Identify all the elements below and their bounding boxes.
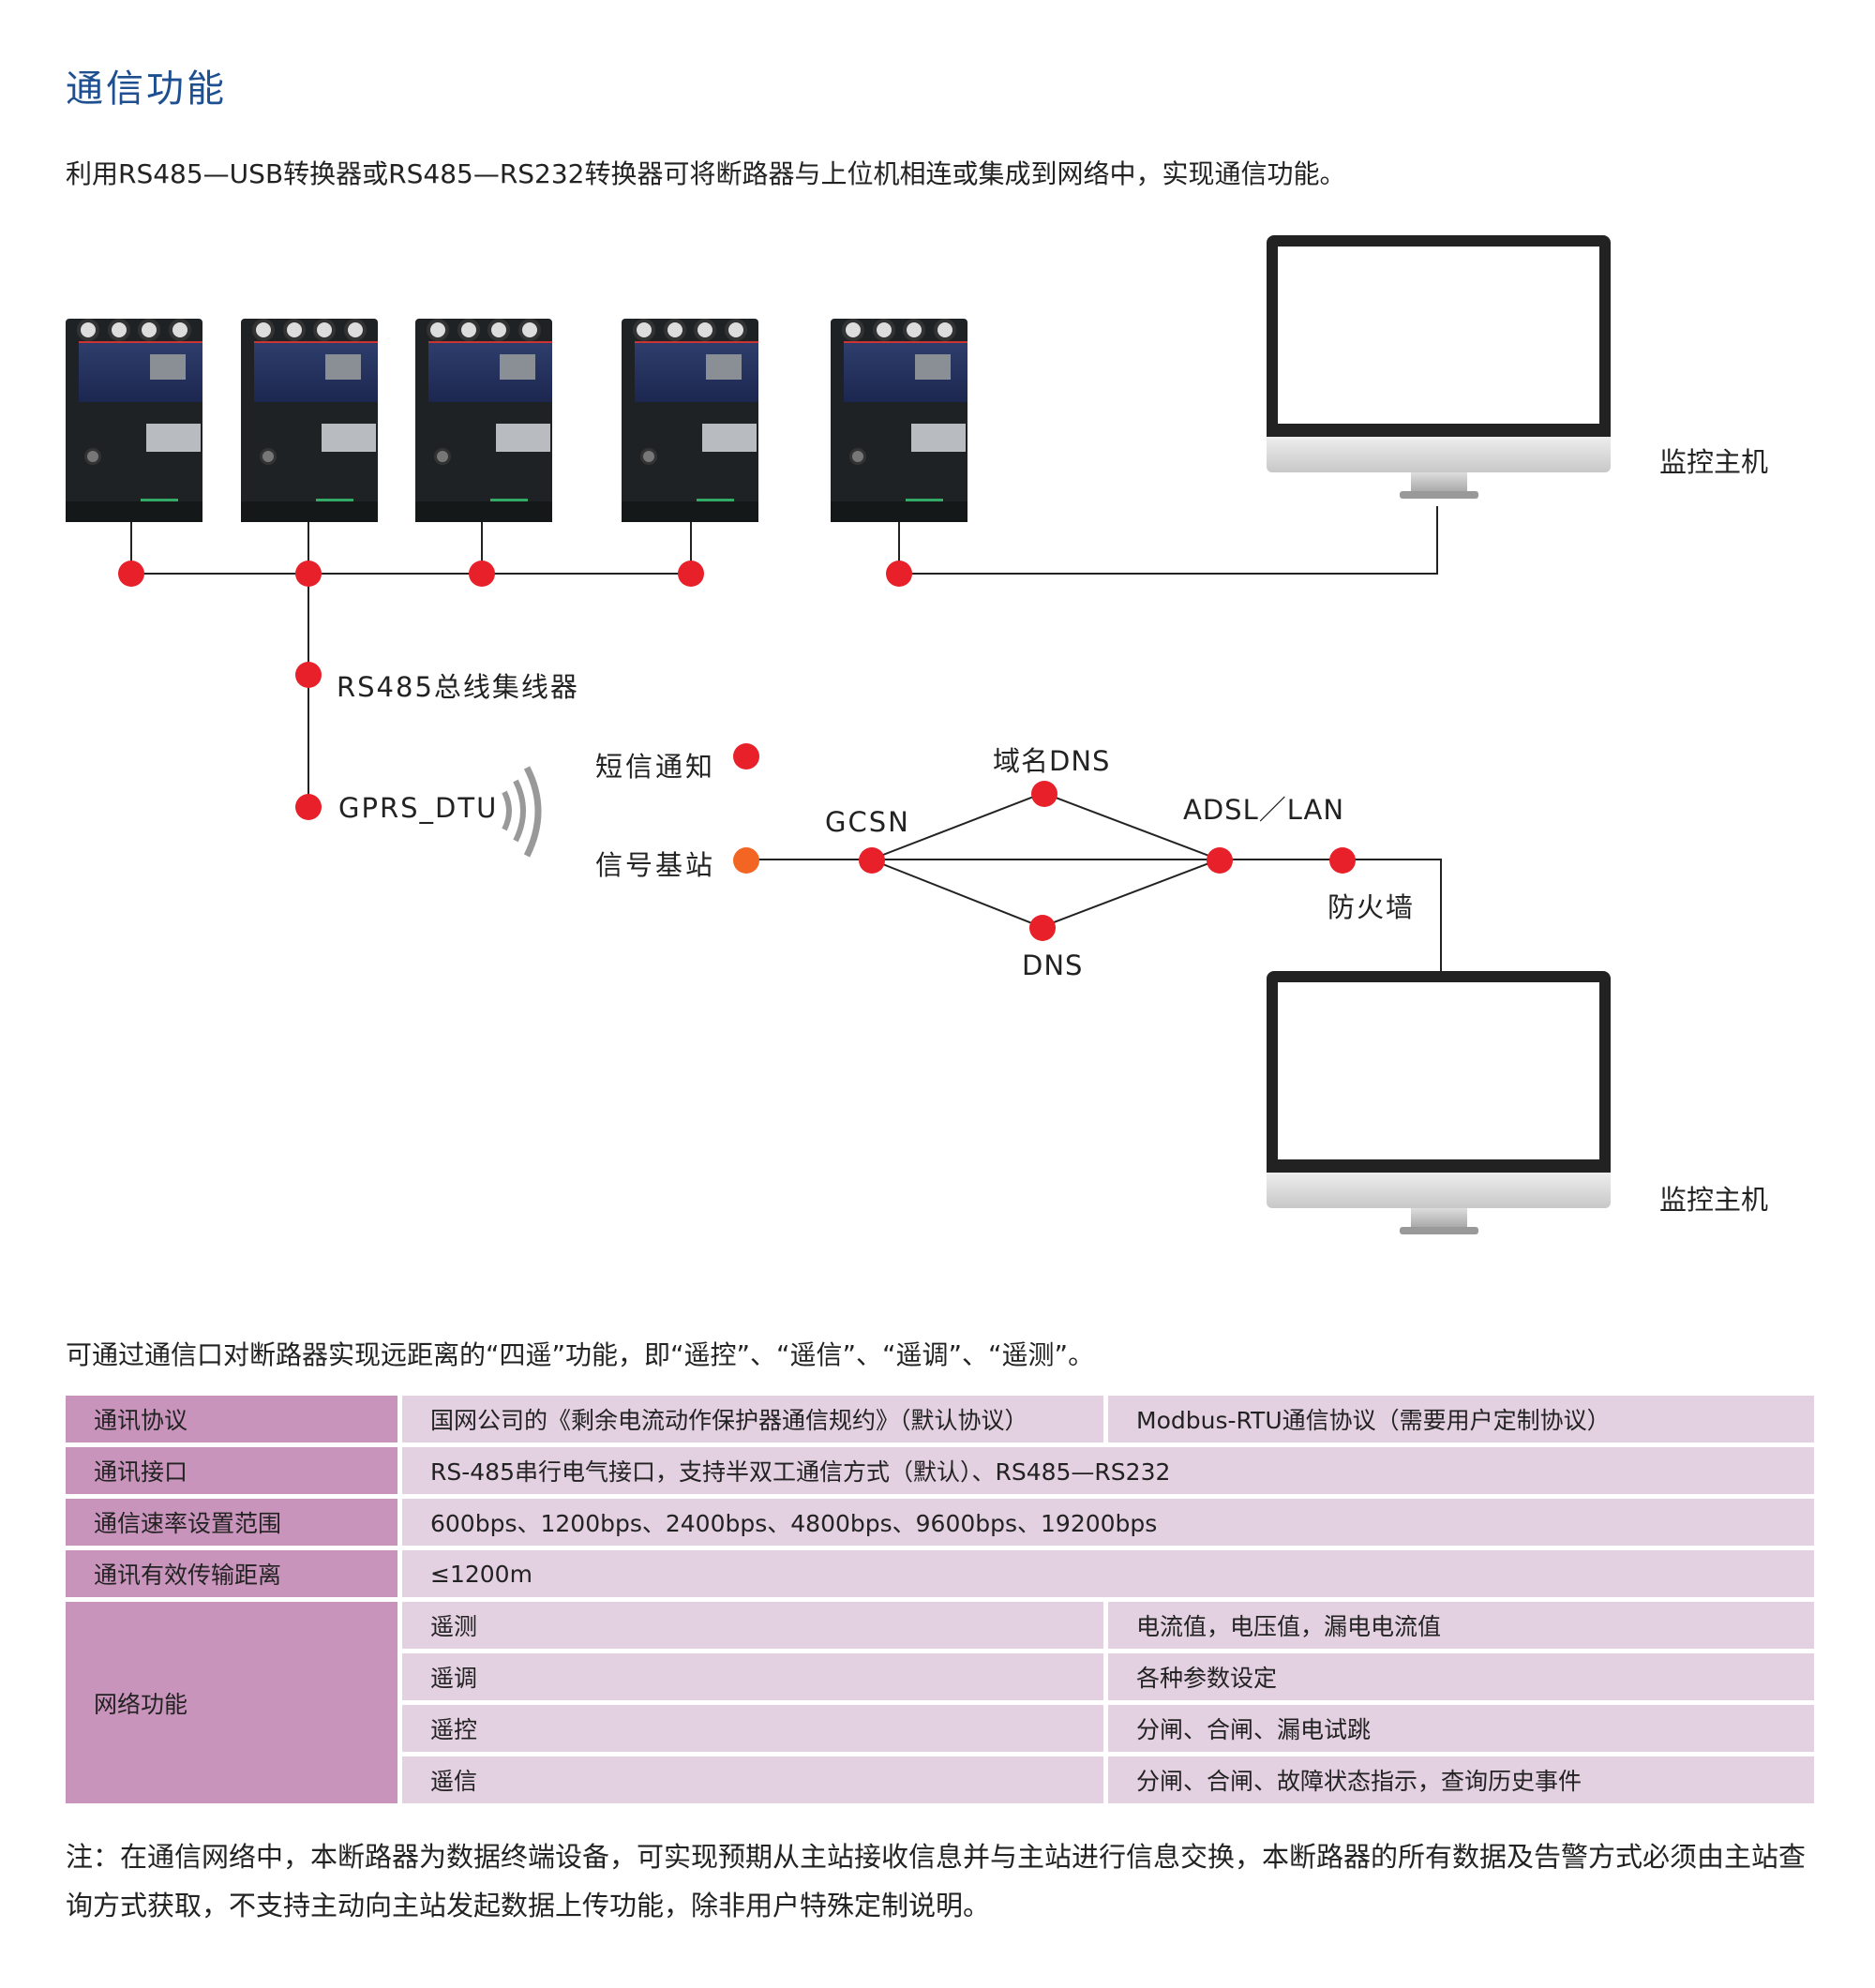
table-cell: 遥调 (398, 1653, 1103, 1700)
table-cell: RS-485串行电气接口，支持半双工通信方式（默认）、RS485—RS232 (398, 1447, 1814, 1494)
dns-dot (1029, 915, 1056, 941)
node-dot (118, 561, 144, 587)
network-links (746, 791, 1442, 975)
table-row: 通讯协议国网公司的《剩余电流动作保护器通信规约》（默认协议）Modbus-RTU… (66, 1396, 1814, 1442)
table-cell: 遥信 (398, 1756, 1103, 1803)
intro-text: 利用RS485—USB转换器或RS485—RS232转换器可将断路器与上位机相连… (66, 158, 1346, 189)
domain-dns-label: 域名DNS (993, 745, 1111, 777)
row-header: 通信速率设置范围 (66, 1499, 398, 1546)
gcsn-dot (859, 847, 885, 874)
base-station-label: 信号基站 (595, 849, 716, 881)
breaker-device-image (831, 319, 968, 522)
monitor-label: 监控主机 (1659, 1184, 1769, 1216)
section-title: 通信功能 (66, 67, 227, 111)
breaker-device-image (622, 319, 758, 522)
gcsn-label: GCSN (825, 806, 910, 838)
connector-line (690, 522, 692, 574)
remote-intro-text: 可通过通信口对断路器实现远距离的“四遥”功能，即“遥控”、“遥信”、“遥调”、“… (66, 1339, 1095, 1370)
adsl-dot (1207, 847, 1233, 874)
firewall-label: 防火墙 (1328, 891, 1416, 923)
hub-label: RS485总线集线器 (337, 671, 579, 703)
monitor-label: 监控主机 (1659, 446, 1769, 478)
connector-line (481, 522, 483, 574)
breaker-device-image (241, 319, 378, 522)
table-row: 遥调各种参数设定 (66, 1653, 1814, 1700)
base-station-dot (733, 847, 759, 874)
node-dot (886, 561, 912, 587)
wireless-signal-icon (502, 766, 542, 858)
table-cell: 分闸、合闸、故障状态指示，查询历史事件 (1103, 1756, 1814, 1803)
hub-line (308, 574, 309, 808)
node-dot (469, 561, 495, 587)
monitor-icon (1267, 971, 1611, 1234)
gprs-dot (295, 794, 322, 820)
table-row: 网络功能遥测电流值，电压值，漏电电流值 (66, 1602, 1814, 1803)
table-cell: 分闸、合闸、漏电试跳 (1103, 1705, 1814, 1752)
table-cell: 遥控 (398, 1705, 1103, 1752)
breaker-device-image (415, 319, 552, 522)
table-cell: 各种参数设定 (1103, 1653, 1814, 1700)
adsl-label: ADSL／LAN (1183, 794, 1345, 826)
monitor-link-line (898, 573, 1438, 575)
row-header: 网络功能 (66, 1602, 398, 1803)
note-text: 注：在通信网络中，本断路器为数据终端设备，可实现预期从主站接收信息并与主站进行信… (66, 1841, 1807, 1921)
row-header: 通讯协议 (66, 1396, 398, 1442)
dns-label: DNS (1022, 949, 1084, 981)
bus-line (130, 573, 690, 575)
connector-line (130, 522, 132, 574)
table-cell: 遥测 (398, 1602, 1103, 1649)
table-cell: ≤1200m (398, 1550, 1814, 1597)
firewall-dot (1329, 847, 1356, 874)
breaker-device-image (66, 319, 202, 522)
table-row: 遥信分闸、合闸、故障状态指示，查询历史事件 (66, 1756, 1814, 1803)
node-dot (678, 561, 704, 587)
hub-dot (295, 662, 322, 688)
table-row: 通讯有效传输距离≤1200m (66, 1550, 1814, 1597)
sms-dot (733, 743, 759, 770)
node-dot (295, 561, 322, 587)
table-cell: 600bps、1200bps、2400bps、4800bps、9600bps、1… (398, 1499, 1814, 1546)
table-cell: 国网公司的《剩余电流动作保护器通信规约》（默认协议） (398, 1396, 1103, 1442)
connector-line (898, 522, 900, 574)
domain-dns-dot (1031, 781, 1058, 807)
row-header: 通讯接口 (66, 1447, 398, 1494)
monitor-link-line (1436, 506, 1438, 575)
spec-table: 通讯协议国网公司的《剩余电流动作保护器通信规约》（默认协议）Modbus-RTU… (66, 1391, 1814, 1808)
connector-line (308, 522, 309, 574)
table-row: 遥控分闸、合闸、漏电试跳 (66, 1705, 1814, 1752)
table-cell: 电流值，电压值，漏电电流值 (1103, 1602, 1814, 1649)
row-header: 通讯有效传输距离 (66, 1550, 398, 1597)
gprs-label: GPRS_DTU (338, 792, 499, 824)
sms-label: 短信通知 (595, 751, 716, 783)
table-cell: Modbus-RTU通信协议（需要用户定制协议） (1103, 1396, 1814, 1442)
monitor-icon (1267, 235, 1611, 499)
